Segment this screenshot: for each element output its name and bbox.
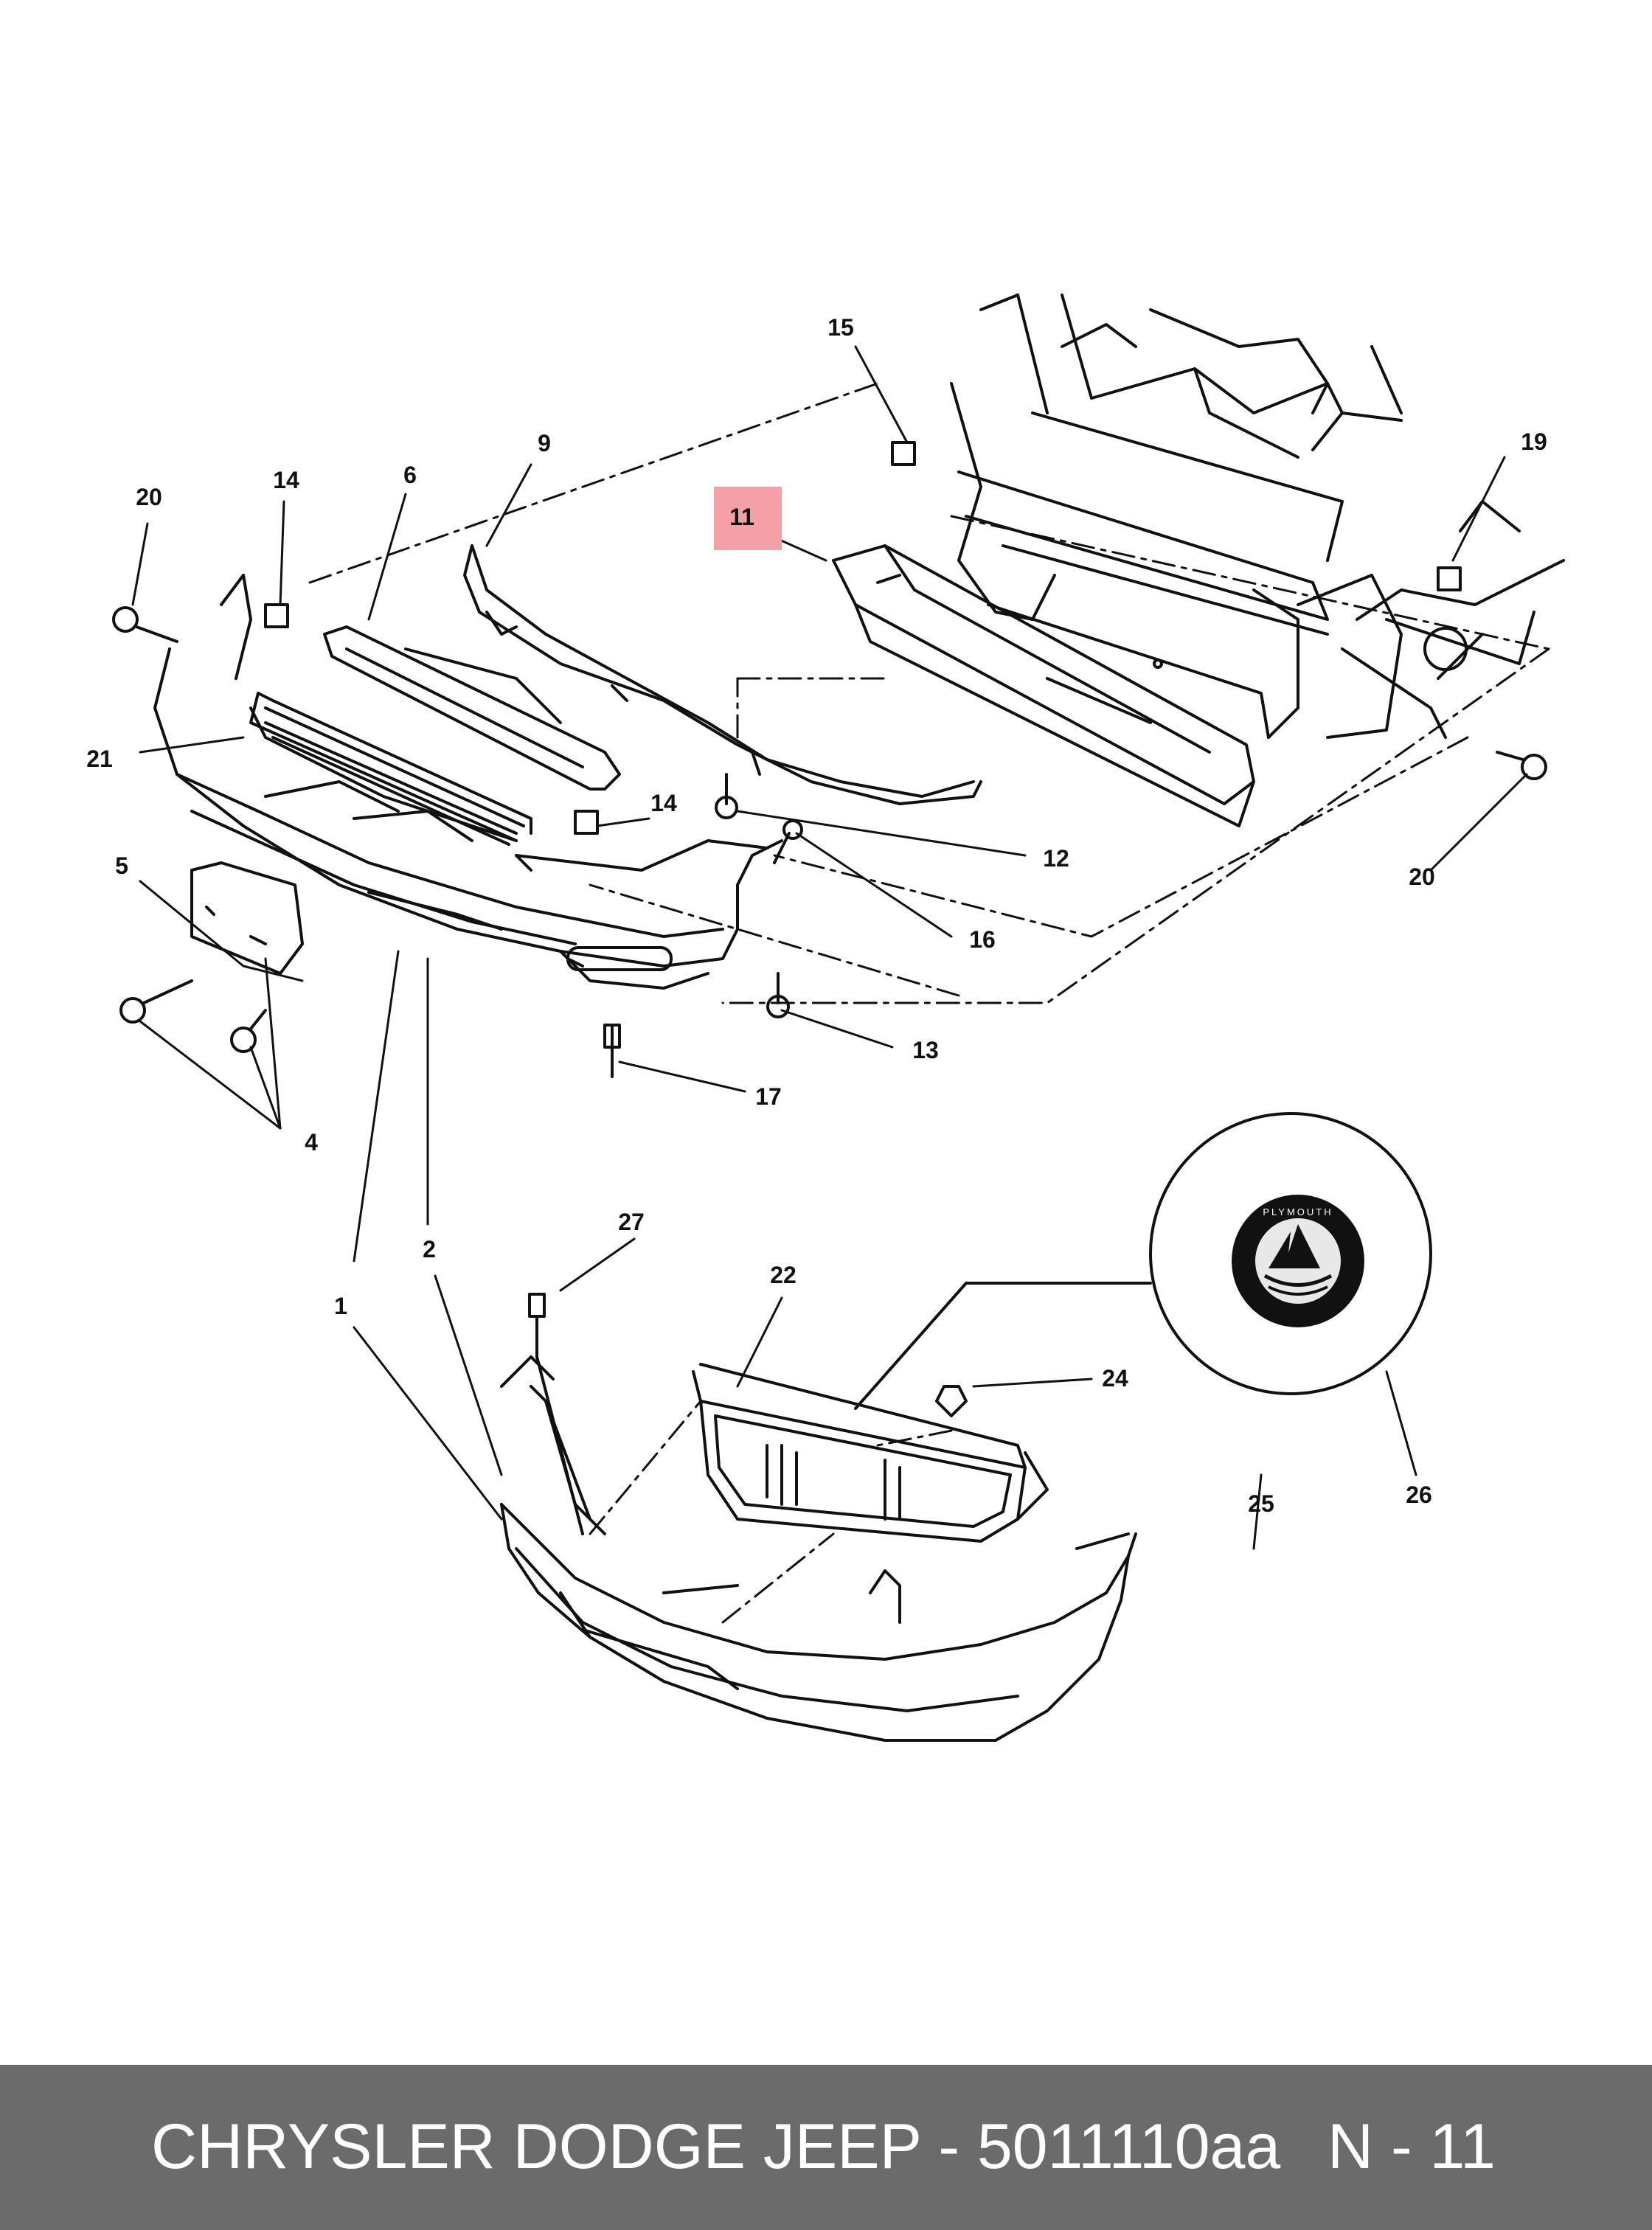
badge-text: PLYMOUTH xyxy=(1263,1206,1333,1218)
callout-11: 11 xyxy=(729,504,754,530)
callout-22: 22 xyxy=(770,1262,796,1288)
part-11-reinforcement xyxy=(832,544,1255,827)
callout-6: 6 xyxy=(403,462,417,488)
callout-21: 21 xyxy=(86,746,113,772)
callout-13: 13 xyxy=(912,1037,939,1063)
callout-2: 2 xyxy=(423,1236,436,1262)
callout-26: 26 xyxy=(1406,1482,1432,1508)
callout-20-left: 20 xyxy=(136,484,162,510)
callout-25: 25 xyxy=(1248,1490,1274,1517)
callout-17: 17 xyxy=(755,1083,782,1110)
parts-diagram: PLYMOUTH 15 19 11 9 6 14 20 21 14 12 16 … xyxy=(86,293,1565,1742)
radiator-support xyxy=(950,293,1565,739)
part-9-absorber xyxy=(463,544,982,805)
callout-24: 24 xyxy=(1102,1365,1128,1392)
badge-connector xyxy=(854,1282,1152,1410)
callout-19: 19 xyxy=(1521,428,1547,455)
bracket-5 xyxy=(190,861,304,975)
part-24-clip xyxy=(935,1385,968,1417)
footer-bar: CHRYSLER DODGE JEEP - 5011110aa N - 11 xyxy=(0,2065,1652,2230)
callout-labels: 15 19 11 9 6 14 20 21 14 12 16 13 17 20 … xyxy=(86,314,1547,1517)
fascia-lower xyxy=(500,1355,1137,1742)
grille-lower xyxy=(692,1363,1049,1543)
callout-1: 1 xyxy=(334,1293,347,1319)
part-6-bracket xyxy=(323,625,621,791)
footer-code: N - 11 xyxy=(1328,2111,1496,2182)
highlight-box xyxy=(714,487,782,550)
callout-27: 27 xyxy=(618,1209,645,1235)
callout-5: 5 xyxy=(115,852,128,879)
callout-20-right: 20 xyxy=(1409,864,1435,890)
plymouth-emblem: PLYMOUTH xyxy=(1232,1195,1364,1327)
callout-4: 4 xyxy=(305,1129,318,1156)
fascia-upper xyxy=(153,574,783,990)
callout-14-top: 14 xyxy=(273,467,299,493)
fasteners xyxy=(112,441,1547,1078)
reference-plane xyxy=(308,382,1550,1004)
callout-12: 12 xyxy=(1043,845,1069,872)
badge-circle xyxy=(1149,1112,1432,1395)
leader-lines xyxy=(131,345,1528,1550)
callout-15: 15 xyxy=(827,314,854,341)
callout-9: 9 xyxy=(538,430,551,456)
callout-14-mid: 14 xyxy=(650,790,677,816)
part-27-retainer xyxy=(528,1293,584,1535)
footer-title: CHRYSLER DODGE JEEP - 5011110aa xyxy=(151,2111,1281,2182)
connectors xyxy=(589,1400,953,1624)
grille-upper xyxy=(249,692,532,846)
callout-16: 16 xyxy=(969,926,996,953)
